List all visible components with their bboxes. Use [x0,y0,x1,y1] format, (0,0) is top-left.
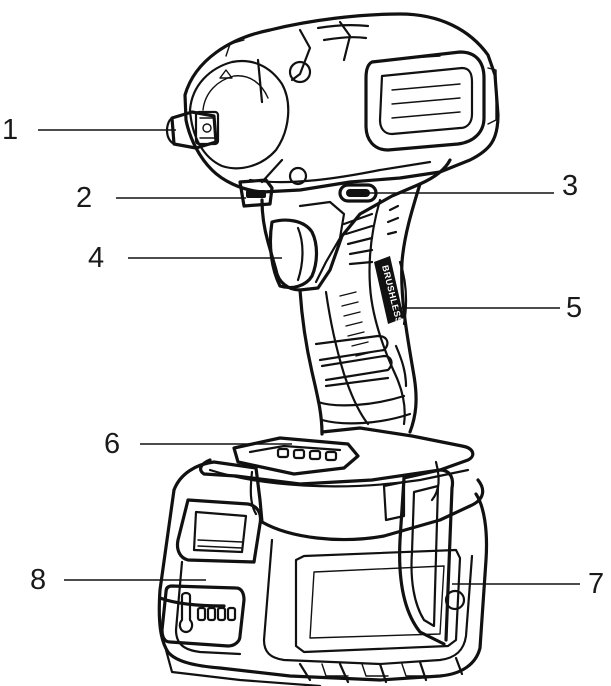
battery-pack [157,460,489,686]
belt-clip [382,468,466,646]
callout-5-handle-grip: 5 [566,292,583,324]
brushless-plate: BRUSHLESS [374,256,404,325]
callout-6-battery-indicator: 6 [104,428,121,460]
trigger [268,218,319,290]
indicator-leds [276,447,338,462]
handle-grip: BRUSHLESS [298,182,422,436]
tool-head [165,12,500,194]
callout-7-belt-clip: 7 [588,568,605,600]
callout-1-square-drive: 1 [2,114,19,146]
battery-indicator-panel [232,436,360,476]
tool-body [260,158,452,292]
callout-4-trigger: 4 [88,242,105,274]
battery-release-latch [175,498,263,564]
battery-fuel-gauge [160,584,246,648]
grip-texture [339,204,408,388]
motor-vent-panel [364,50,497,152]
callout-3-direction-switch: 3 [562,170,579,202]
callout-2-led-light: 2 [76,182,93,214]
callout-8-battery-pack: 8 [30,564,47,596]
led-light [238,178,274,208]
leader-lines [38,129,580,585]
